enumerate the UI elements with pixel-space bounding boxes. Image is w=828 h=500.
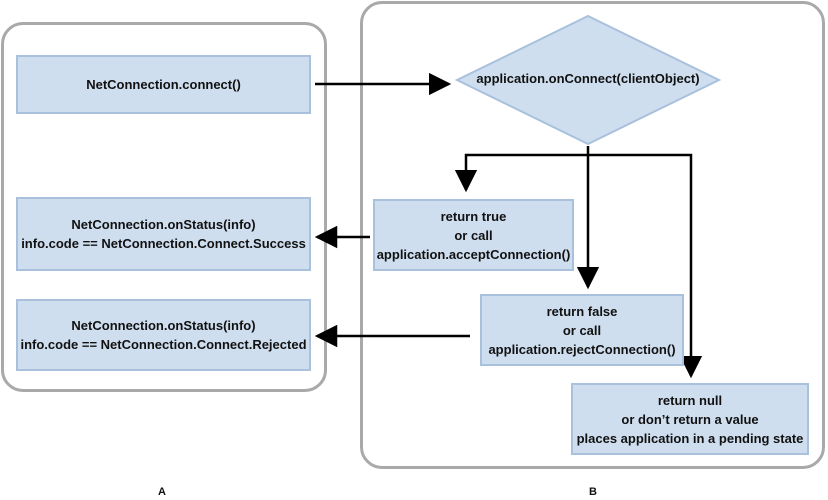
arrow-to-accept xyxy=(454,153,588,193)
reject-box: return false or call application.rejectC… xyxy=(480,294,684,366)
arrow-to-pending xyxy=(588,153,703,379)
rejected-status-line1: NetConnection.onStatus(info) xyxy=(71,318,256,333)
reject-line3: application.rejectConnection() xyxy=(488,341,676,357)
accept-box: return true or call application.acceptCo… xyxy=(373,199,574,271)
accept-line3: application.acceptConnection() xyxy=(376,246,571,262)
pending-line3: places application in a pending state xyxy=(576,430,804,446)
success-status-box: NetConnection.onStatus(info) info.code =… xyxy=(16,197,311,271)
rejected-status-line2: info.code == NetConnection.Connect.Rejec… xyxy=(20,337,307,352)
pending-line2: or don’t return a value xyxy=(621,411,759,427)
panel-b-label: B xyxy=(589,486,597,498)
connect-box: NetConnection.connect() xyxy=(16,55,311,114)
decision-label: application.onConnect(clientObject) xyxy=(476,71,700,86)
success-status-line1: NetConnection.onStatus(info) xyxy=(71,217,256,232)
pending-box: return null or don’t return a value plac… xyxy=(571,383,809,455)
reject-line2: or call xyxy=(562,322,602,338)
accept-line1: return true xyxy=(440,208,507,224)
decision-diamond xyxy=(454,14,722,146)
connect-label: NetConnection.connect() xyxy=(86,77,241,92)
accept-line2: or call xyxy=(454,227,493,243)
rejected-status-box: NetConnection.onStatus(info) info.code =… xyxy=(16,299,311,371)
reject-line1: return false xyxy=(546,303,618,319)
pending-line1: return null xyxy=(657,392,723,408)
panel-a-label: A xyxy=(158,486,166,498)
success-status-line2: info.code == NetConnection.Connect.Succe… xyxy=(21,236,306,251)
